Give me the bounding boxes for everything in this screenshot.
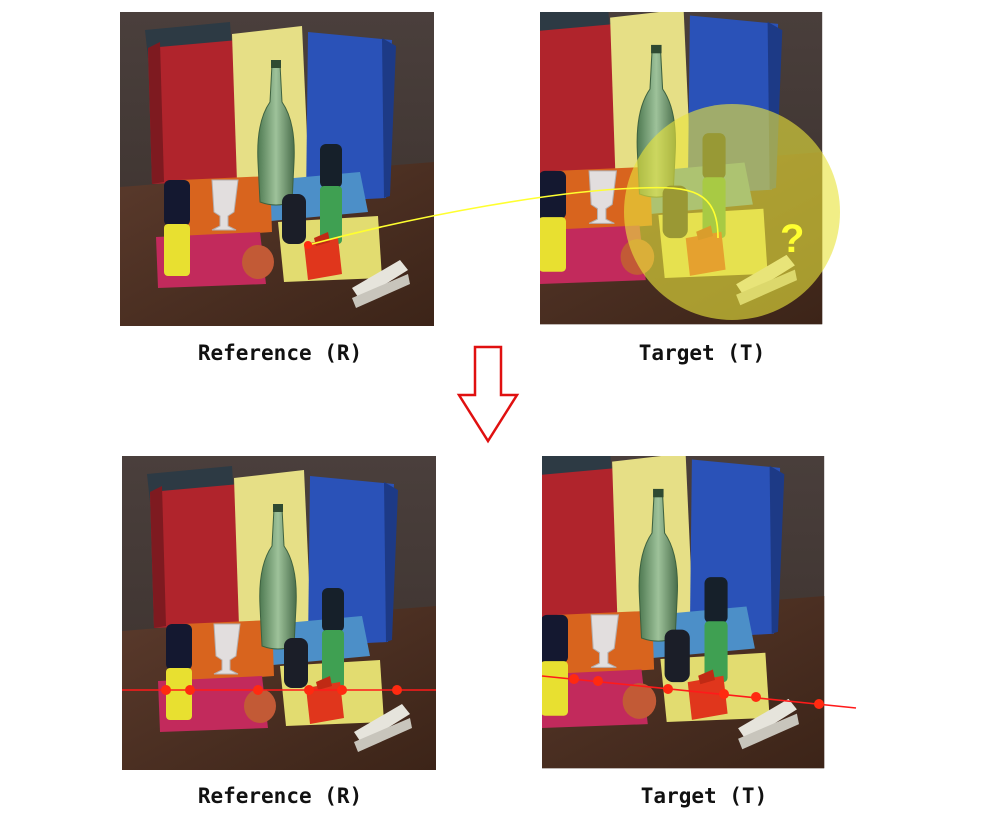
reference-scene-top	[120, 12, 434, 326]
reference-image-bottom	[122, 456, 436, 770]
target-scene-bottom	[542, 456, 825, 769]
caption-target-bottom: Target (T)	[640, 784, 768, 808]
target-image-bottom	[542, 456, 856, 770]
search-region	[624, 104, 840, 320]
target-image-top	[540, 12, 854, 326]
caption-reference-bottom: Reference (R)	[197, 784, 363, 808]
reference-scene-bottom	[122, 456, 436, 770]
caption-reference-top: Reference (R)	[197, 341, 363, 365]
target-scene-top	[540, 12, 840, 325]
caption-target-top: Target (T)	[638, 341, 766, 365]
down-arrow-icon	[456, 345, 520, 444]
reference-image-top	[120, 12, 434, 326]
